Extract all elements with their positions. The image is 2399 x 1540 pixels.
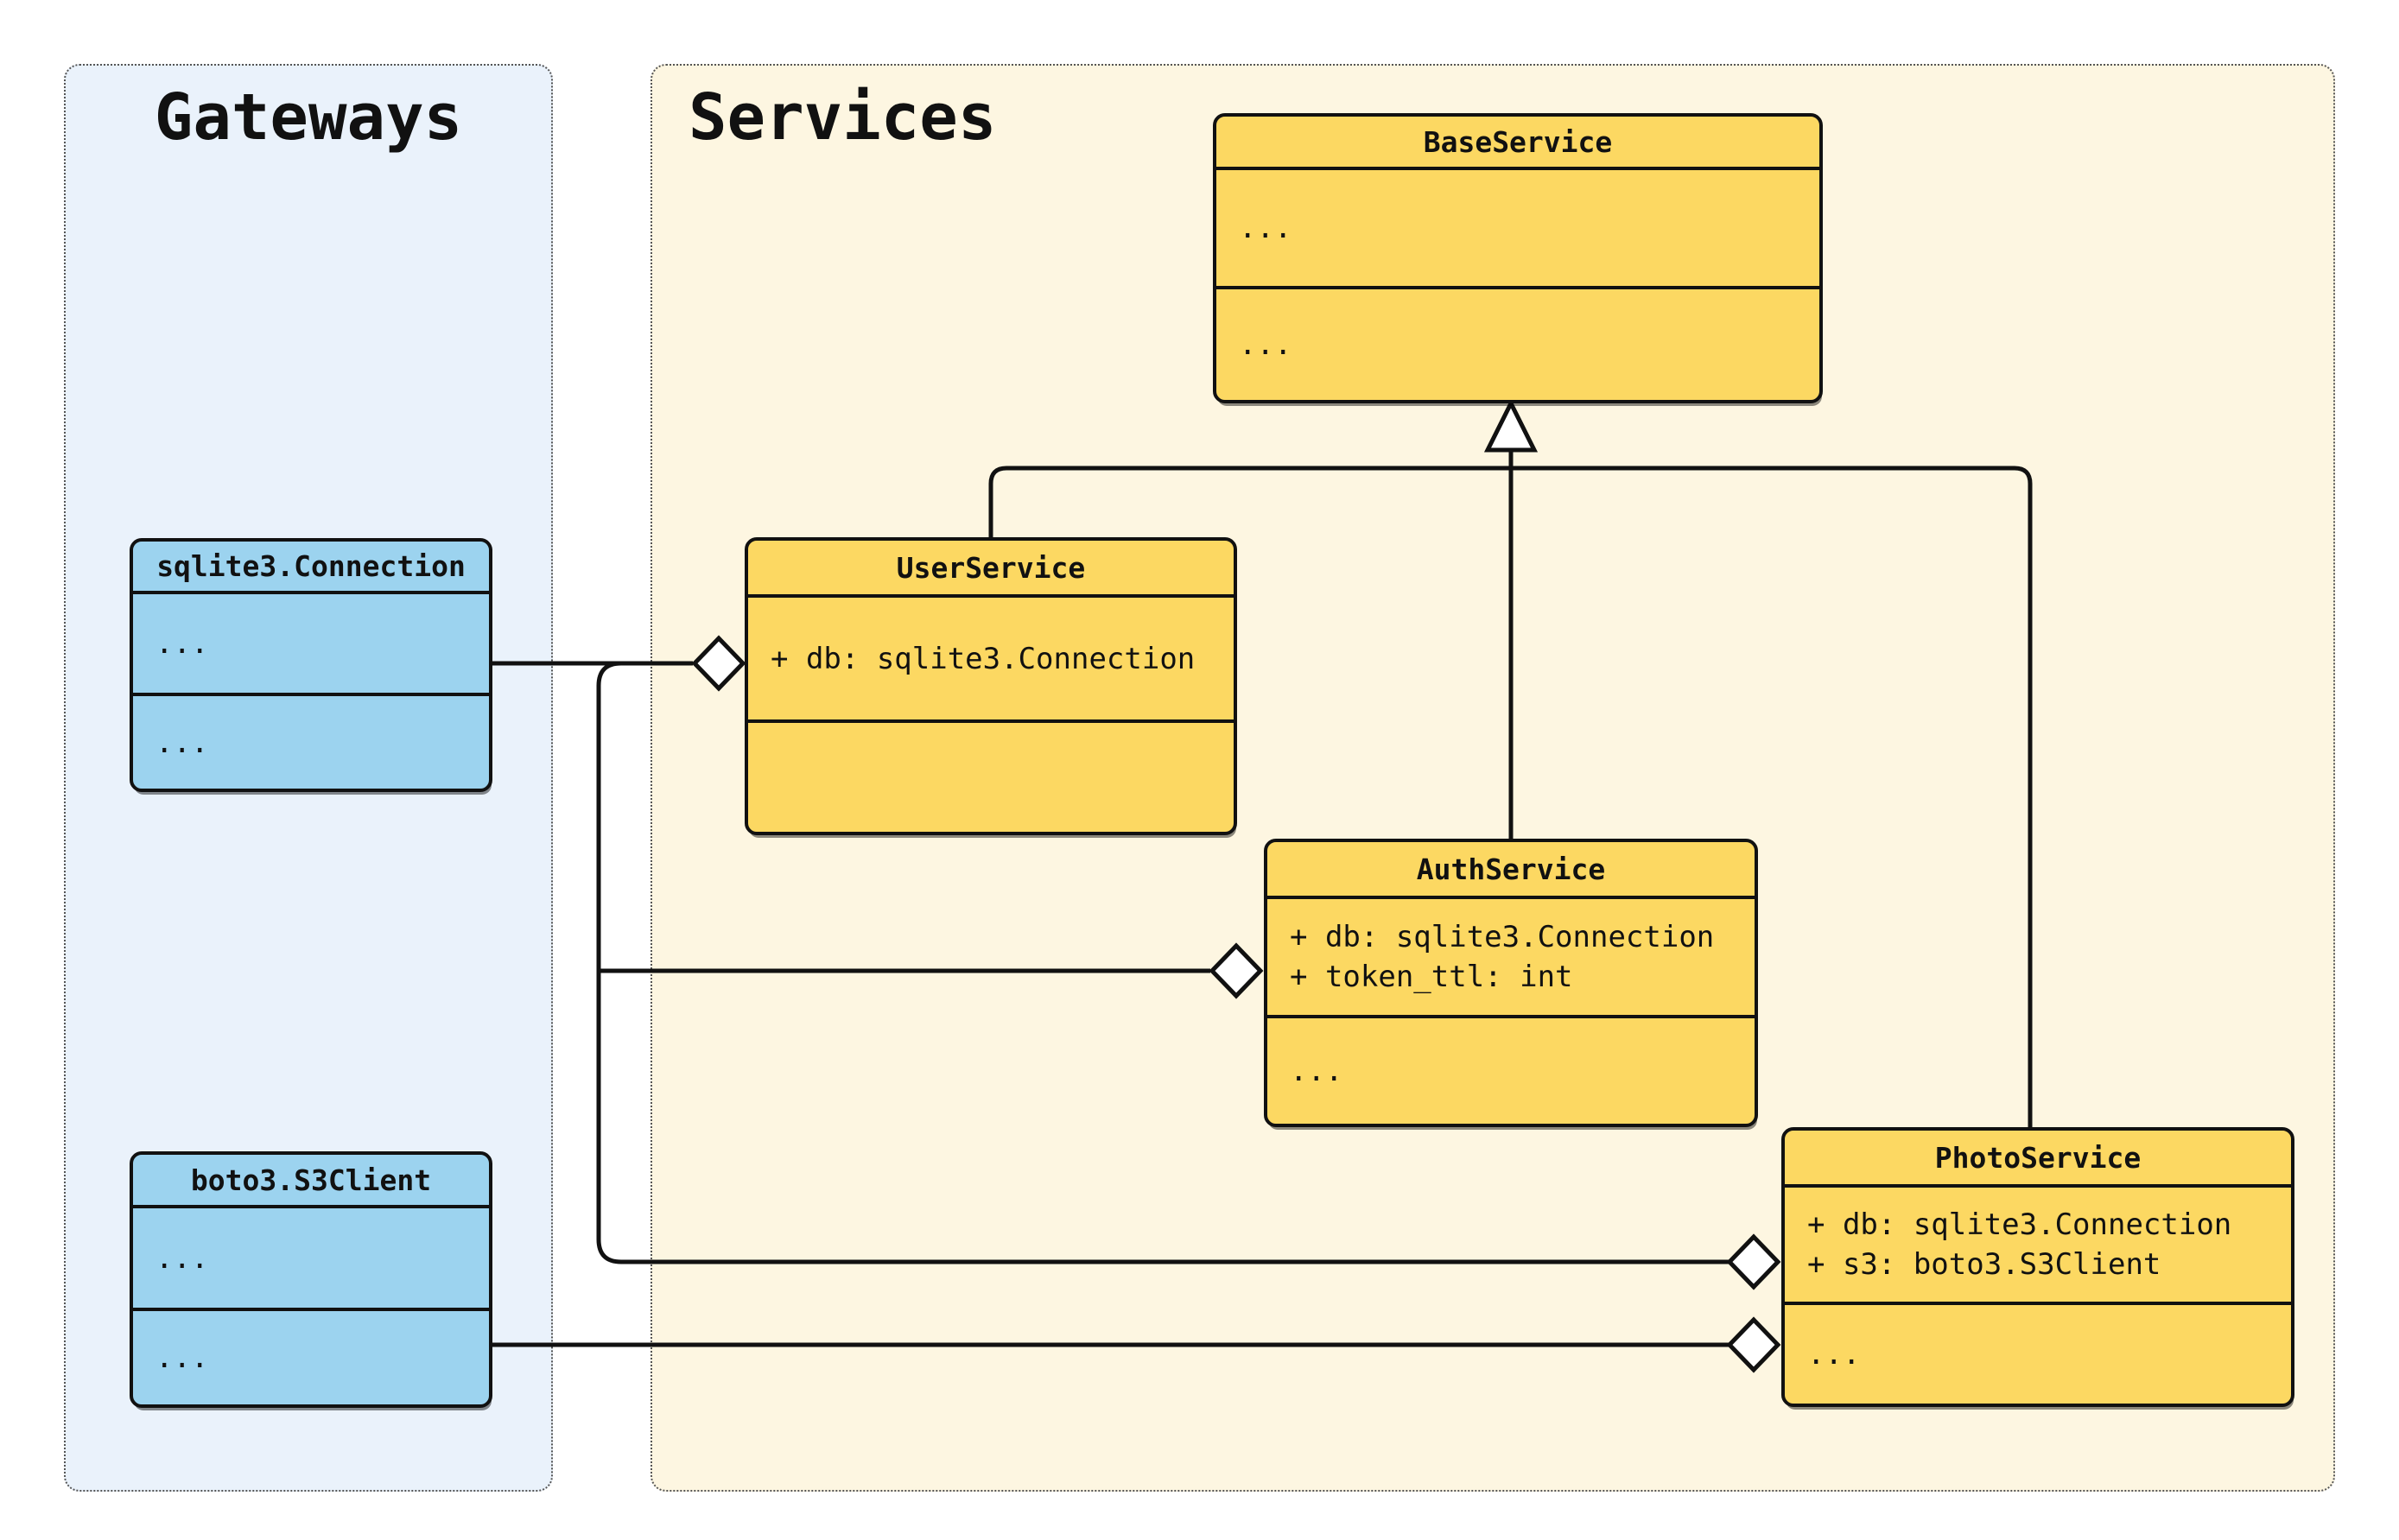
class-methods: ... (1216, 286, 1819, 400)
aggregation-diamond-icon (1726, 1233, 1781, 1290)
class-methods: ... (133, 693, 489, 789)
method-line: ... (155, 725, 209, 760)
method-line: ... (155, 1340, 209, 1375)
attribute-line: ... (155, 1240, 209, 1276)
class-box-authservice: AuthService + db: sqlite3.Connection + t… (1264, 839, 1758, 1127)
class-attributes: + db: sqlite3.Connection (748, 594, 1234, 719)
class-box-boto3-s3client: boto3.S3Client ... ... (130, 1151, 492, 1408)
method-line: ... (1290, 1054, 1343, 1088)
class-box-photoservice: PhotoService + db: sqlite3.Connection + … (1781, 1127, 2294, 1407)
class-attributes: ... (133, 591, 489, 693)
class-methods: ... (1267, 1015, 1755, 1124)
group-gateways-title: Gateways (154, 80, 463, 155)
class-attributes: ... (133, 1205, 489, 1308)
attribute-line: + db: sqlite3.Connection (771, 641, 1196, 676)
group-services-title: Services (689, 80, 997, 155)
attribute-line: + db: sqlite3.Connection (1807, 1207, 2232, 1242)
class-title: PhotoService (1934, 1140, 2142, 1175)
aggregation-diamond-icon (1726, 1316, 1781, 1373)
class-methods: ... (133, 1308, 489, 1404)
attribute-line: + s3: boto3.S3Client (1807, 1247, 2161, 1282)
class-methods (748, 719, 1234, 832)
class-attributes: ... (1216, 167, 1819, 286)
inheritance-triangle-icon (1483, 398, 1539, 453)
method-line: ... (1239, 327, 1292, 362)
class-title: sqlite3.Connection (156, 549, 466, 583)
class-methods: ... (1785, 1302, 2291, 1404)
class-box-baseservice: BaseService ... ... (1213, 113, 1823, 403)
aggregation-diamond-icon (691, 635, 746, 692)
class-title: boto3.S3Client (190, 1163, 432, 1197)
class-box-userservice: UserService + db: sqlite3.Connection (745, 537, 1237, 835)
attribute-line: ... (155, 626, 209, 661)
attribute-line: ... (1239, 211, 1292, 245)
class-title: UserService (896, 550, 1086, 585)
class-box-sqlite3-connection: sqlite3.Connection ... ... (130, 538, 492, 792)
class-title: BaseService (1423, 124, 1613, 159)
attribute-line: + token_ttl: int (1290, 960, 1573, 994)
aggregation-diamond-icon (1209, 942, 1264, 999)
aggregation-edge-sqlite-branch (596, 661, 1729, 1264)
method-line: ... (1807, 1337, 1861, 1372)
attribute-line: + db: sqlite3.Connection (1290, 920, 1715, 954)
class-attributes: + db: sqlite3.Connection + s3: boto3.S3C… (1785, 1184, 2291, 1302)
class-title: AuthService (1416, 852, 1606, 886)
class-attributes: + db: sqlite3.Connection + token_ttl: in… (1267, 896, 1755, 1015)
